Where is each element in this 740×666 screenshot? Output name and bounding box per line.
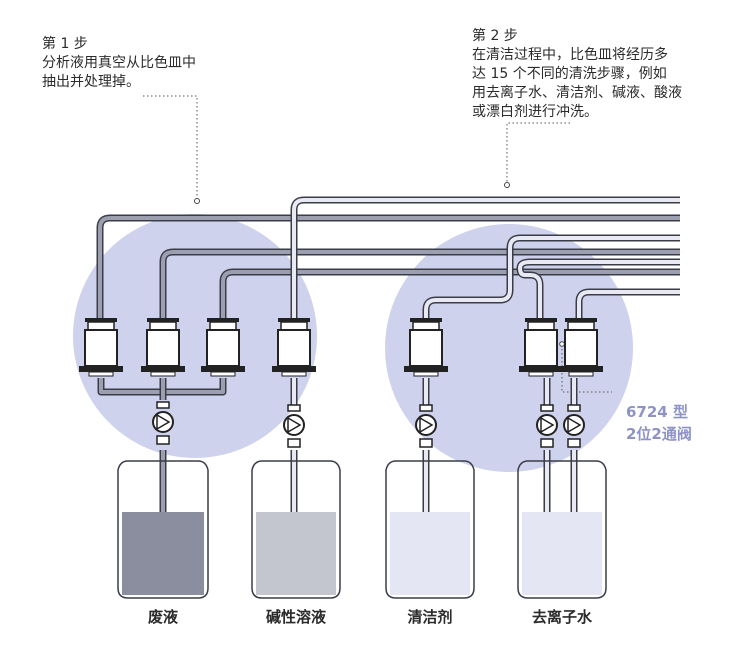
step1-title: 第 1 步 <box>42 36 88 52</box>
step2-line-4: 或漂白剂进行冲洗。 <box>472 104 598 120</box>
dark-pipes <box>96 214 680 545</box>
container-waste <box>117 460 209 599</box>
step2-leader-line <box>506 122 570 182</box>
valve-type-label: 2位2通阀 <box>626 425 692 443</box>
step2-note: 第 2 步 在清洁过程中，比色皿将经历多 达 15 个不同的清洗步骤，例如 用去… <box>472 27 682 122</box>
container-di-water <box>517 460 607 599</box>
container-label-di-water: 去离子水 <box>531 608 592 626</box>
step1-leader-dot <box>194 198 200 204</box>
container-label-waste: 废液 <box>147 608 178 626</box>
waste-liquid <box>122 512 204 595</box>
di-water-liquid <box>522 512 602 595</box>
container-label-alkaline: 碱性溶液 <box>265 608 326 626</box>
step2-line-2: 达 15 个不同的清洗步骤，例如 <box>472 66 667 82</box>
step2-line-3: 用去离子水、清洁剂、碱液、酸液 <box>472 85 682 101</box>
valve-label-leader-dot <box>559 341 565 347</box>
step1-line-2: 抽出并处理掉。 <box>42 74 140 90</box>
step2-leader-dot <box>504 182 510 188</box>
detergent-liquid <box>390 512 470 595</box>
container-label-detergent: 清洁剂 <box>407 608 453 626</box>
valve-label-leader-line <box>561 345 612 393</box>
step1-leader-line <box>143 95 198 198</box>
step2-line-1: 在清洁过程中，比色皿将经历多 <box>472 47 668 63</box>
alkaline-liquid <box>256 512 336 595</box>
step1-note: 第 1 步 分析液用真空从比色皿中 抽出并处理掉。 <box>42 35 196 92</box>
step1-line-1: 分析液用真空从比色皿中 <box>42 55 196 71</box>
container-detergent <box>385 460 475 599</box>
container-alkaline <box>251 460 341 599</box>
valve-model-label: 6724 型 <box>626 403 688 421</box>
step2-title: 第 2 步 <box>472 28 518 44</box>
